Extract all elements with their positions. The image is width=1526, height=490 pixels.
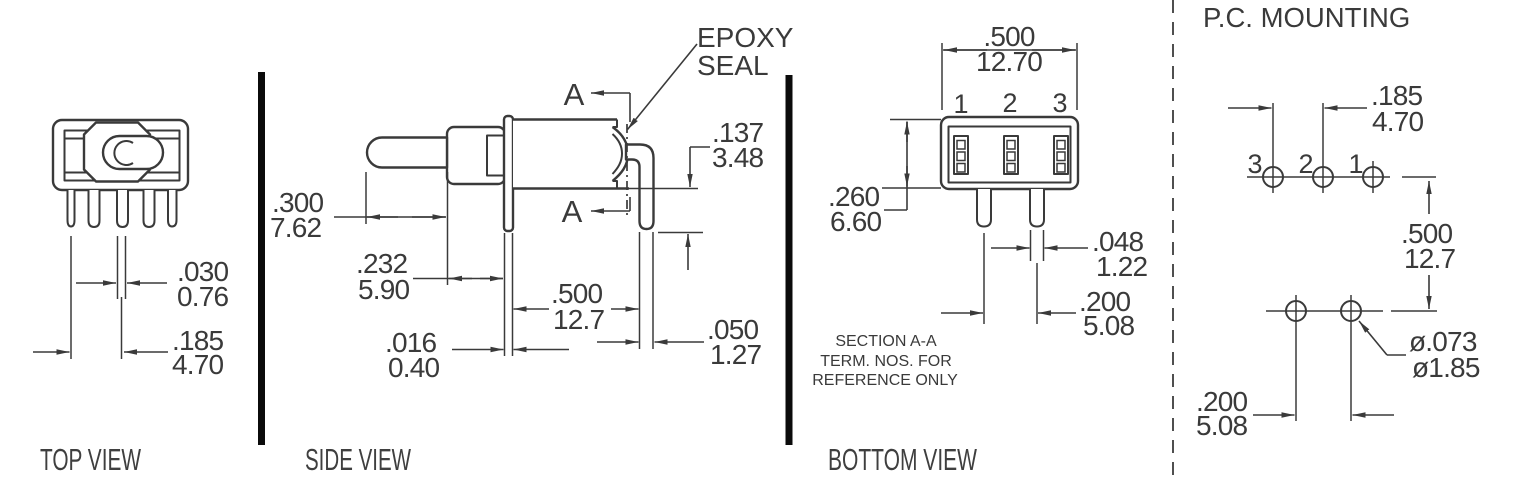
hole-diameter-leader-arrow	[1358, 320, 1388, 356]
dim-pin-spacing-in: .200	[1079, 286, 1131, 317]
top-view-dimensions: .030 0.76 .185 4.70	[33, 236, 229, 380]
terminal-number-1: 1	[953, 89, 968, 119]
mounting-bracket-plate	[502, 114, 515, 233]
toggle-lever-side	[365, 136, 449, 169]
pcb-hole-bottom-right	[1340, 300, 1362, 322]
dim-mount-terminal-mm: 12.7	[553, 304, 605, 335]
dim-bracket-mm: 0.40	[388, 352, 440, 383]
dim-pin-width-in: .048	[1092, 226, 1144, 257]
mounting-pin-left	[976, 189, 992, 228]
dim-body-width-mm: 12.70	[976, 46, 1042, 77]
right-angle-terminal	[624, 143, 655, 231]
dim-pin-width-mm: 1.22	[1096, 251, 1148, 282]
dim-pin-gap-mm: 0.76	[177, 281, 229, 312]
dim-bushing-mm: 5.90	[358, 274, 410, 305]
dim-pin-spacing-in: .185	[172, 325, 224, 356]
side-view: A A EPOXY SEAL .300 7.62	[270, 22, 794, 477]
hole-row-bottom	[1266, 295, 1437, 421]
terminal-slot-3	[1053, 135, 1069, 175]
dim-body-width-in: .500	[983, 21, 1035, 52]
section-letter-top: A	[564, 77, 585, 112]
switch-body-bottom-outline	[939, 115, 1080, 228]
mounting-pin-right	[1029, 189, 1045, 228]
epoxy-seal-label-line1: EPOXY	[697, 22, 794, 53]
dim-bottom-hole-spacing-mm: 5.08	[1196, 410, 1248, 441]
dim-hole-diameter: ø.073 ø1.85	[1358, 320, 1481, 383]
dim-terminal-width-mm: 1.27	[710, 339, 762, 370]
dim-body-height-in: .260	[828, 181, 880, 212]
pcb-hole-3	[1262, 166, 1284, 188]
bottom-view-dimensions: .500 12.70 .260 6.60 .048 1.22 .200 5.08	[828, 21, 1148, 341]
dim-row-spacing-in: .500	[1401, 218, 1453, 249]
dim-bottom-hole-spacing-in: .200	[1196, 386, 1248, 417]
dim-lever-mm: 7.62	[270, 212, 322, 243]
lever-tip-arc	[113, 140, 134, 166]
section-markers: A A	[562, 77, 631, 229]
bottom-view-label: BOTTOM VIEW	[828, 442, 977, 477]
dim-row-spacing: .500 12.7	[1401, 181, 1456, 309]
dim-hole-spacing-mm: 4.70	[1372, 106, 1424, 137]
pc-mounting-title: P.C. MOUNTING	[1203, 2, 1410, 33]
side-view-label: SIDE VIEW	[305, 442, 411, 477]
section-note-line1: SECTION A-A	[835, 333, 937, 350]
dim-bracket-in: .016	[385, 327, 437, 358]
terminal-numbers: 1 2 3	[953, 88, 1067, 119]
dim-bushing-in: .232	[356, 248, 408, 279]
body-fill	[513, 119, 615, 188]
bottom-view: 1 2 3 .500 12.70 .260 6.60	[812, 21, 1148, 477]
section-note: SECTION A-A TERM. NOS. FOR REFERENCE ONL…	[812, 333, 958, 389]
terminal-number-3: 3	[1052, 88, 1067, 118]
dim-protrusion-mm: 3.48	[712, 142, 764, 173]
hole-row-top: 3 2 1	[1247, 103, 1436, 193]
dim-pin-spacing-mm: 4.70	[172, 349, 224, 380]
hole-number-2: 2	[1298, 149, 1313, 179]
epoxy-seal-label-line2: SEAL	[697, 50, 769, 81]
dim-hole-diameter-mm: ø1.85	[1412, 352, 1480, 383]
dim-bottom-hole-spacing: .200 5.08	[1196, 386, 1394, 441]
hole-number-3: 3	[1247, 149, 1262, 179]
section-letter-bottom: A	[562, 194, 583, 229]
dim-row-spacing-mm: 12.7	[1404, 243, 1456, 274]
dim-hole-diameter-in: ø.073	[1409, 326, 1477, 357]
switch-body-side-outline	[365, 114, 655, 233]
epoxy-seal-callout: EPOXY SEAL	[626, 22, 794, 131]
dim-pin-gap-in: .030	[177, 256, 229, 287]
dim-pin-spacing-mm: 5.08	[1083, 310, 1135, 341]
top-view-pins	[66, 190, 178, 228]
switch-body-top-outline	[51, 118, 190, 192]
hole-number-1: 1	[1348, 149, 1363, 179]
dim-hole-spacing: .185 4.70	[1228, 80, 1424, 137]
top-view-label: TOP VIEW	[40, 442, 141, 477]
pcb-hole-2	[1312, 166, 1334, 188]
epoxy-seal-leader-arrow	[626, 43, 698, 131]
dim-body-height-mm: 6.60	[830, 206, 882, 237]
terminal-slot-1	[953, 135, 969, 175]
top-view: .030 0.76 .185 4.70 TOP VIEW	[33, 118, 229, 477]
dim-terminal-width-in: .050	[707, 314, 759, 345]
side-view-dimensions: .300 7.62 .232 5.90 .016 0.40 .500 12.7 …	[270, 117, 764, 383]
view-divider-rules	[258, 0, 1174, 478]
pc-mounting-view: P.C. MOUNTING 3 2 1 .185 4.70 .500 12.7	[1196, 2, 1481, 441]
dim-mount-terminal-in: .500	[551, 278, 603, 309]
section-note-line2: TERM. NOS. FOR	[820, 353, 952, 370]
terminal-slot-2	[1003, 135, 1019, 175]
section-note-line3: REFERENCE ONLY	[812, 372, 958, 389]
dim-protrusion-in: .137	[712, 117, 764, 148]
dim-lever-in: .300	[272, 187, 324, 218]
pcb-hole-bottom-left	[1285, 300, 1307, 322]
terminal-number-2: 2	[1002, 88, 1017, 118]
dim-hole-spacing-in: .185	[1371, 80, 1423, 111]
pcb-hole-1	[1362, 166, 1384, 188]
